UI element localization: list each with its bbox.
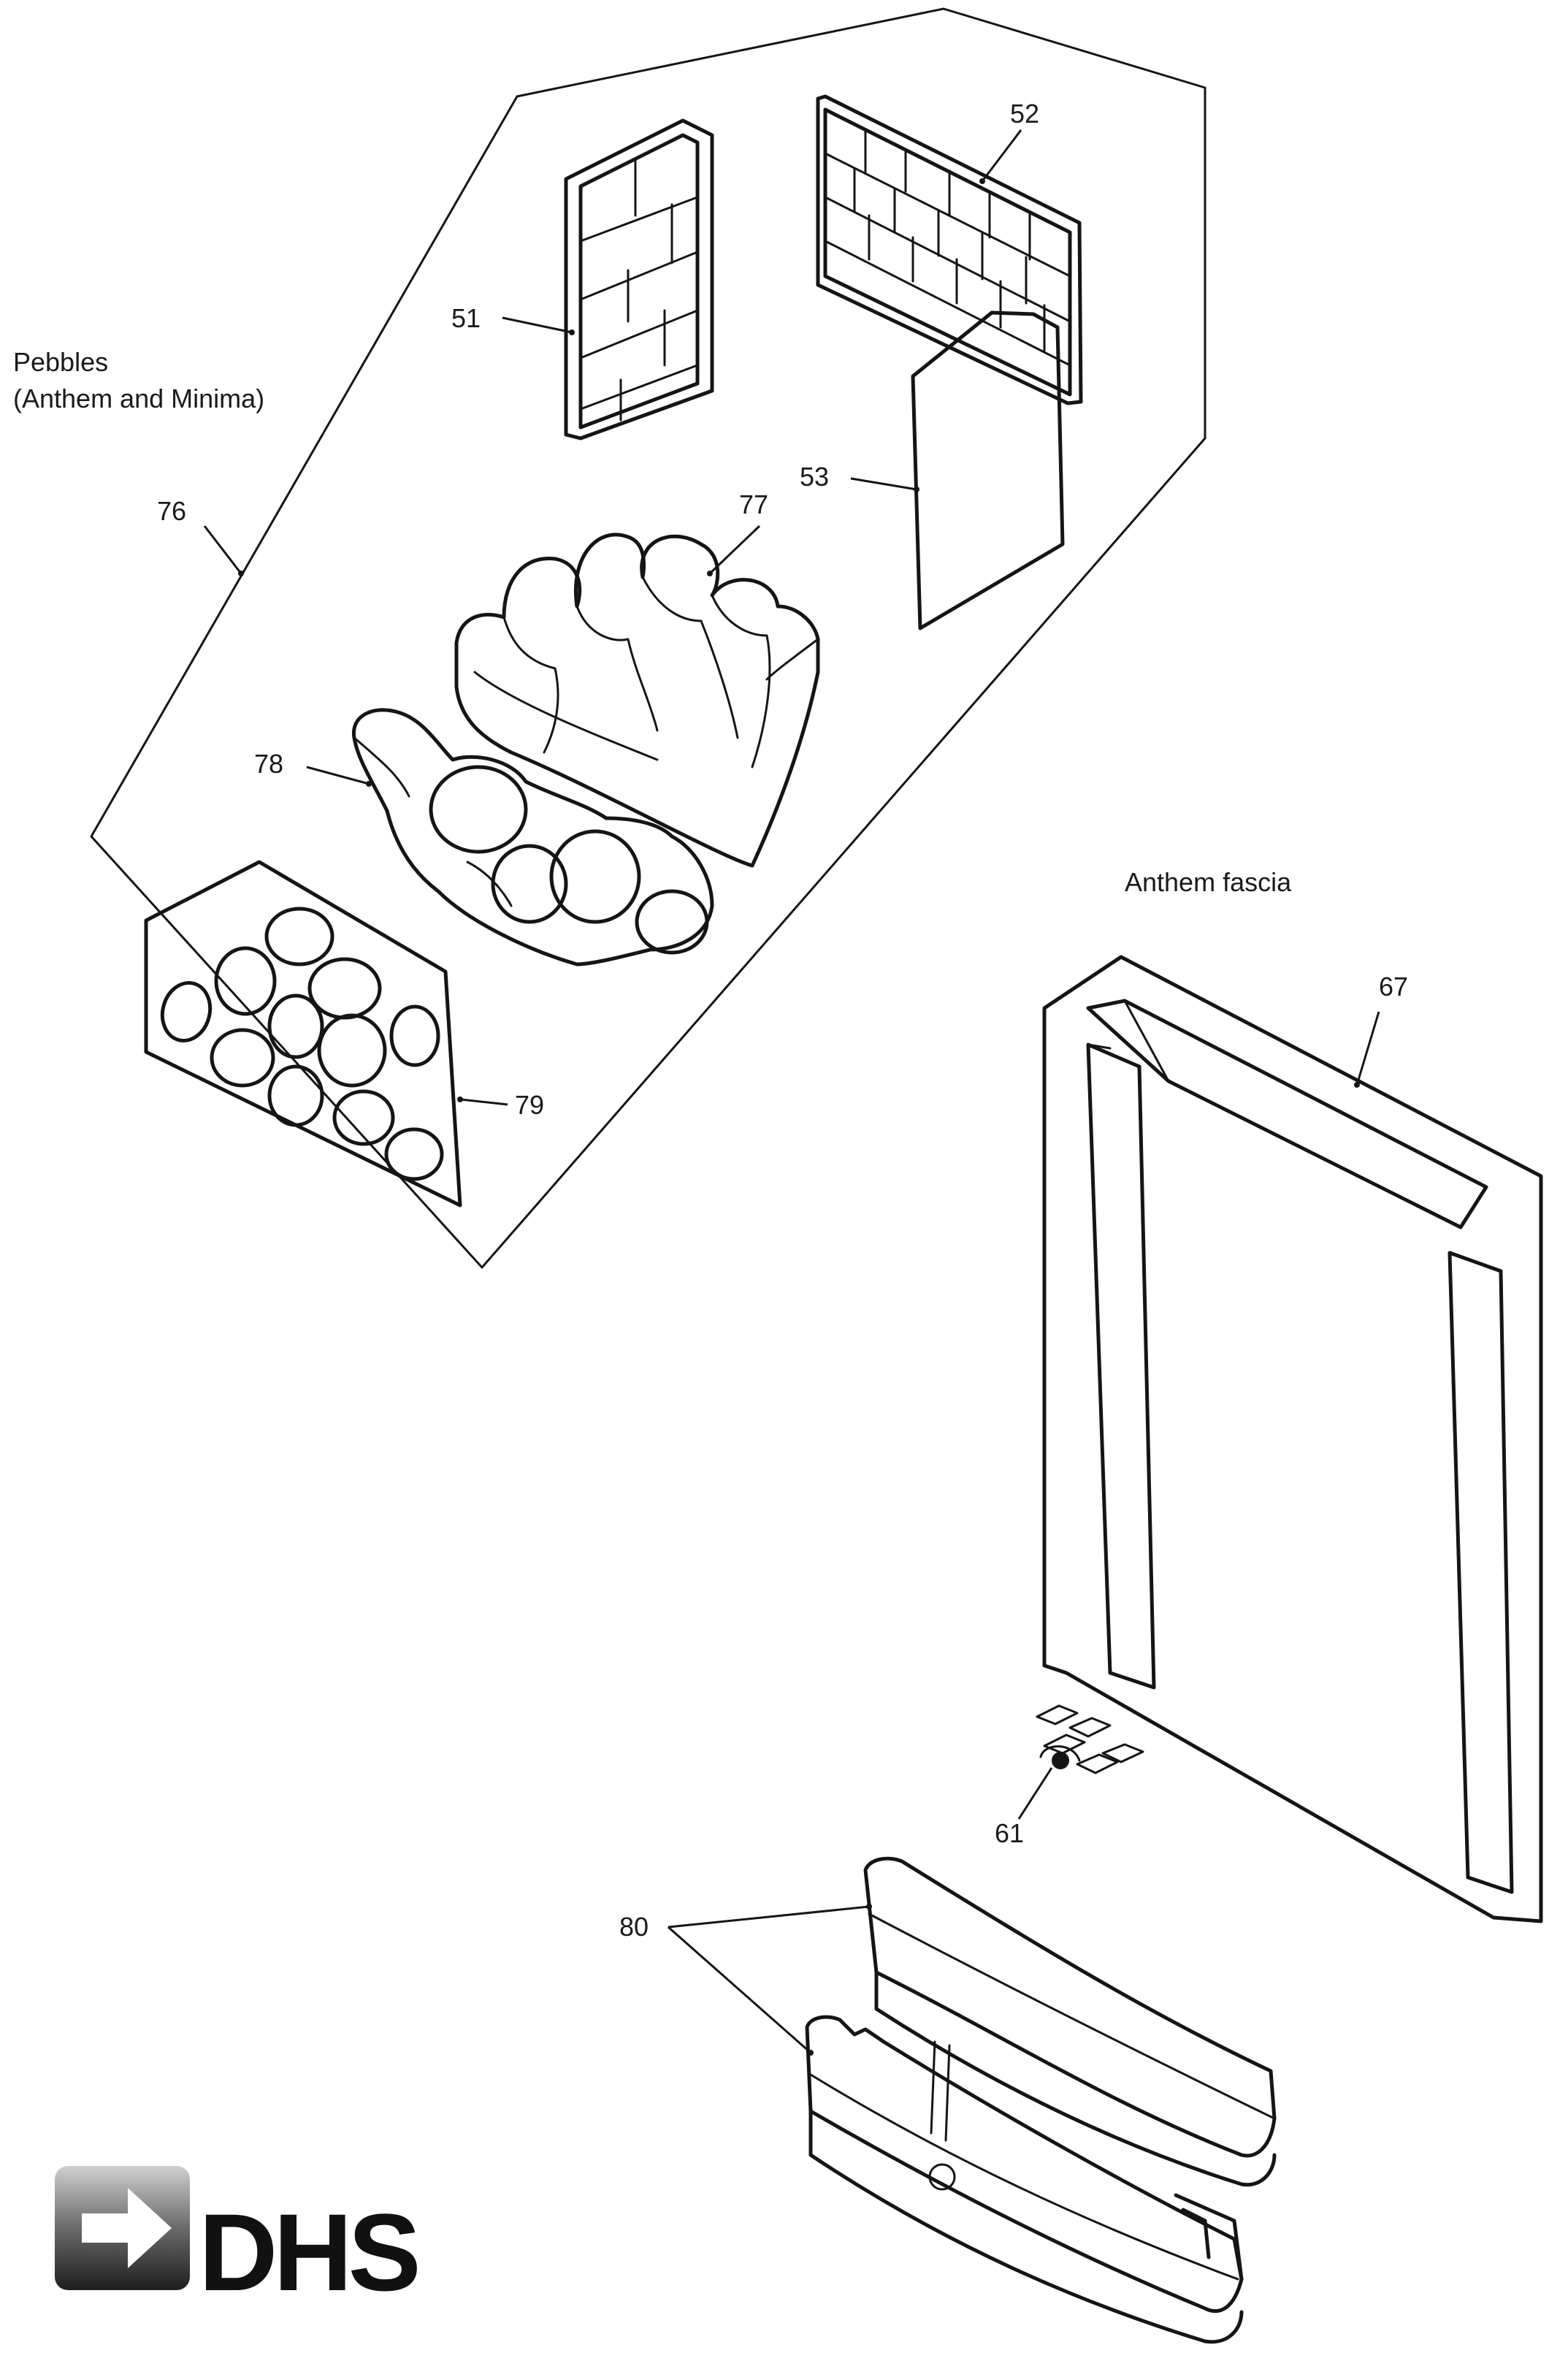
pebbles-caption-line1: Pebbles <box>13 347 108 377</box>
callout-78: 78 <box>254 749 283 779</box>
leader-lines <box>203 129 1380 2056</box>
callout-77: 77 <box>739 489 768 519</box>
dhs-logo: DHS <box>55 2166 422 2314</box>
pebbles-kit-boundary <box>90 7 1206 1269</box>
pebbles-caption-line2: (Anthem and Minima) <box>13 384 264 413</box>
part-67-anthem-fascia <box>1042 955 1543 1923</box>
callout-51: 51 <box>451 303 481 333</box>
callout-76: 76 <box>157 496 186 526</box>
callout-61: 61 <box>995 1818 1024 1848</box>
part-78-pebble-tray <box>351 708 714 966</box>
callout-53: 53 <box>800 462 829 492</box>
dhs-arrow-icon <box>55 2166 190 2290</box>
anthem-fascia-caption: Anthem fascia <box>1125 867 1292 897</box>
dhs-logo-text: DHS <box>199 2191 418 2314</box>
part-79-loose-pebbles <box>144 860 462 1208</box>
callout-79: 79 <box>515 1090 544 1120</box>
callout-80: 80 <box>619 1912 649 1942</box>
part-51-brick-side-panel <box>564 118 714 440</box>
part-61-clips <box>1036 1704 1144 1774</box>
part-52-brick-rear-panel <box>816 94 1083 405</box>
callout-52: 52 <box>1010 99 1039 129</box>
part-80-curved-fret <box>805 1856 1277 2344</box>
part-53-baffle-plate <box>911 310 1065 630</box>
part-77-fuel-bed <box>454 533 820 868</box>
callout-67: 67 <box>1379 972 1408 1002</box>
